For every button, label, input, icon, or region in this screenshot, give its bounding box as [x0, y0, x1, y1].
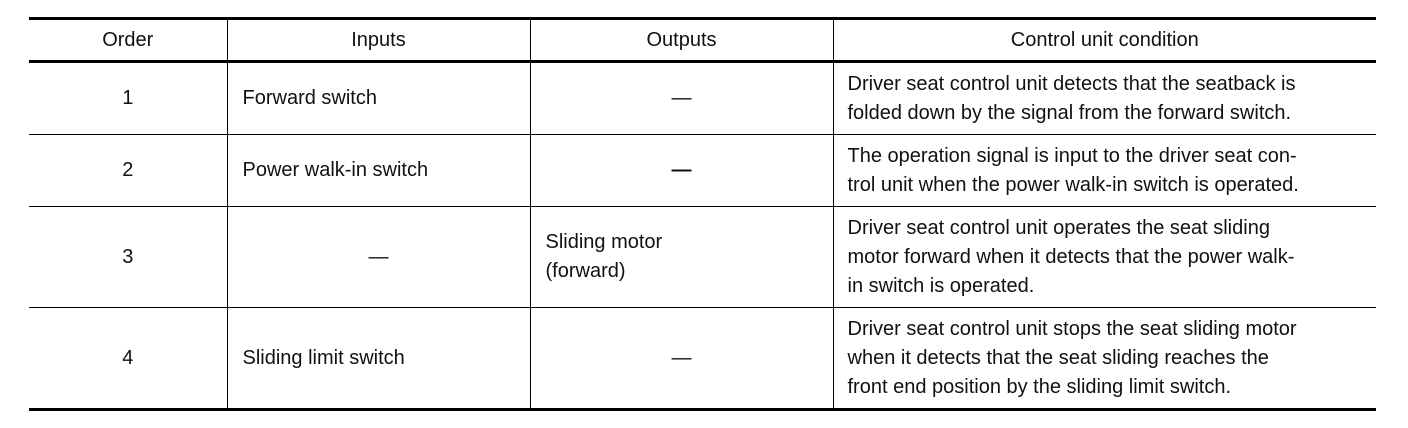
table-row: 3 — Sliding motor (forward) Driver seat … — [29, 206, 1376, 308]
condition-cell: The operation signal is input to the dri… — [832, 134, 1376, 207]
condition-line: front end position by the sliding limit … — [847, 375, 1232, 398]
output-line: (forward) — [545, 260, 626, 282]
order-cell: 1 — [122, 87, 134, 109]
condition-line: motor forward when it detects that the p… — [847, 245, 1295, 268]
control-sequence-table: Order Inputs Outputs Control unit condit… — [29, 17, 1376, 411]
header-control-unit-condition: Control unit condition — [832, 18, 1376, 62]
condition-line: The operation signal is input to the dri… — [847, 144, 1297, 167]
input-cell: Power walk-in switch — [226, 134, 530, 207]
output-cell: — — [529, 307, 833, 410]
input-cell: — — [226, 206, 530, 308]
condition-line: Driver seat control unit operates the se… — [847, 216, 1270, 239]
condition-line: Driver seat control unit detects that th… — [847, 72, 1296, 95]
table-row: 2 Power walk-in switch — The operation s… — [29, 134, 1376, 207]
condition-cell: Driver seat control unit stops the seat … — [832, 307, 1376, 410]
header-inputs: Inputs — [226, 18, 530, 62]
table-row: 1 Forward switch — Driver seat control u… — [29, 61, 1376, 135]
header-order: Order — [102, 28, 154, 51]
condition-cell: Driver seat control unit detects that th… — [832, 61, 1376, 135]
output-cell: Sliding motor (forward) — [529, 206, 833, 308]
input-cell: Forward switch — [226, 61, 530, 135]
header-outputs: Outputs — [529, 18, 833, 62]
condition-cell: Driver seat control unit operates the se… — [832, 206, 1376, 308]
order-cell: 3 — [122, 245, 134, 268]
output-cell: — — [529, 134, 833, 207]
condition-line: when it detects that the seat sliding re… — [847, 346, 1269, 369]
table-row: 4 Sliding limit switch — Driver seat con… — [29, 307, 1376, 410]
output-cell: — — [529, 61, 833, 135]
condition-line: folded down by the signal from the forwa… — [847, 101, 1292, 124]
condition-line: in switch is operated. — [847, 274, 1035, 297]
output-line: Sliding motor — [545, 231, 663, 253]
condition-line: trol unit when the power walk-in switch … — [847, 173, 1299, 196]
order-cell: 2 — [122, 159, 134, 181]
table-header-row: Order Inputs Outputs Control unit condit… — [29, 18, 1376, 62]
order-cell: 4 — [122, 346, 134, 369]
condition-line: Driver seat control unit stops the seat … — [847, 317, 1297, 340]
input-cell: Sliding limit switch — [226, 307, 530, 410]
control-sequence-table-wrapper: Order Inputs Outputs Control unit condit… — [29, 17, 1376, 411]
